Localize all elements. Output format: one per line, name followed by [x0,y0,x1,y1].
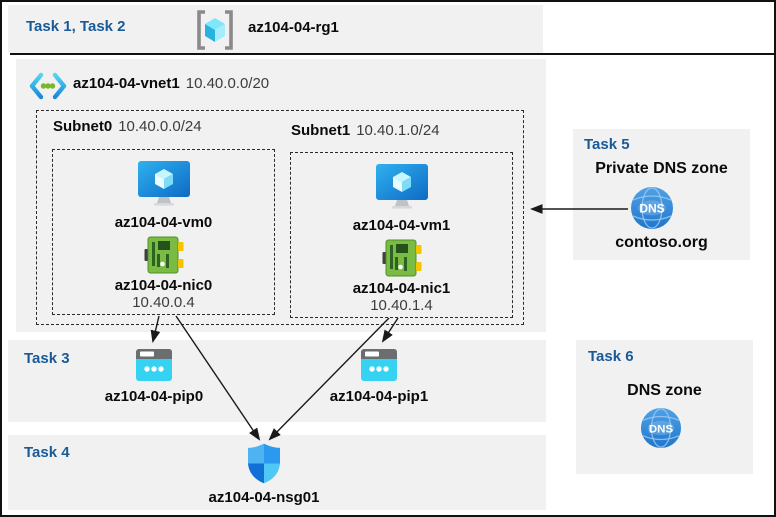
subnet0-name: Subnet0 [53,118,113,135]
task6-label: Task 6 [588,348,634,365]
frame-divider-line [10,53,774,55]
vm-name: az104-04-vm0 [114,214,213,231]
task4-band: Task 4 az104-04-nsg01 [8,435,546,510]
public-ip-icon [360,348,398,382]
nsg-name: az104-04-nsg01 [208,489,320,506]
nic-name: az104-04-nic1 [352,280,451,297]
task-1-2-label: Task 1, Task 2 [26,18,126,35]
nic-name: az104-04-nic0 [114,277,213,294]
task3-band: Task 3 az104-04-pip0 [8,340,546,422]
subnet0-cidr: 10.40.0.0/24 [118,118,202,135]
dns-zone-icon: DNS [640,407,682,449]
subnets-boundary: Subnet0 10.40.0.0/24 az1 [36,110,524,325]
resource-group-name: az104-04-rg1 [248,19,339,36]
resource-group-band: Task 1, Task 2 az104-04-rg1 [8,5,543,53]
subnet0-box: az104-04-vm0 az104-04-nic0 [52,149,275,315]
nic-ip: 10.40.0.4 [132,294,195,311]
dns-icon-text: DNS [649,423,674,435]
pip-name: az104-04-pip1 [329,388,429,405]
virtual-network-icon [29,71,67,101]
public-ip-icon [135,348,173,382]
subnet1-box: az104-04-vm1 az104-04-nic1 [290,152,513,318]
resource-group-icon [194,9,236,51]
nsg-shield-icon [247,442,281,485]
task3-label: Task 3 [24,350,70,367]
private-dns-icon: DNS [630,186,674,230]
vm-name: az104-04-vm1 [352,217,451,234]
private-dns-zone-name: contoso.org [615,234,708,251]
pip1-group: az104-04-pip1 [319,348,439,405]
nic-ip: 10.40.1.4 [370,297,433,314]
task5-panel: Task 5 Private DNS zone DNS contoso.org [573,129,750,260]
subnet1-cidr: 10.40.1.0/24 [356,122,440,139]
vm-icon [137,160,191,206]
task6-panel: Task 6 DNS zone DNS [576,340,753,474]
vnet-title: az104-04-vnet1 10.40.0.0/20 [73,75,269,92]
task4-label: Task 4 [24,444,70,461]
task5-label: Task 5 [584,136,630,153]
vnet-cidr: 10.40.0.0/20 [185,75,270,92]
nic-icon [382,239,422,277]
pip0-group: az104-04-pip0 [94,348,214,405]
private-dns-zone-title: Private DNS zone [595,160,728,177]
subnet0-title: Subnet0 10.40.0.0/24 [53,118,202,135]
dns-icon-text: DNS [639,202,664,216]
vm-icon [375,163,429,209]
nsg-group: az104-04-nsg01 [204,442,324,506]
subnet1-title: Subnet1 10.40.1.0/24 [291,122,440,139]
pip-name: az104-04-pip0 [104,388,204,405]
dns-zone-title: DNS zone [627,382,702,399]
vnet-name: az104-04-vnet1 [73,75,180,92]
nic-icon [144,236,184,274]
subnet1-name: Subnet1 [291,122,351,139]
vnet-panel: az104-04-vnet1 10.40.0.0/20 Subnet0 10.4… [16,59,546,332]
